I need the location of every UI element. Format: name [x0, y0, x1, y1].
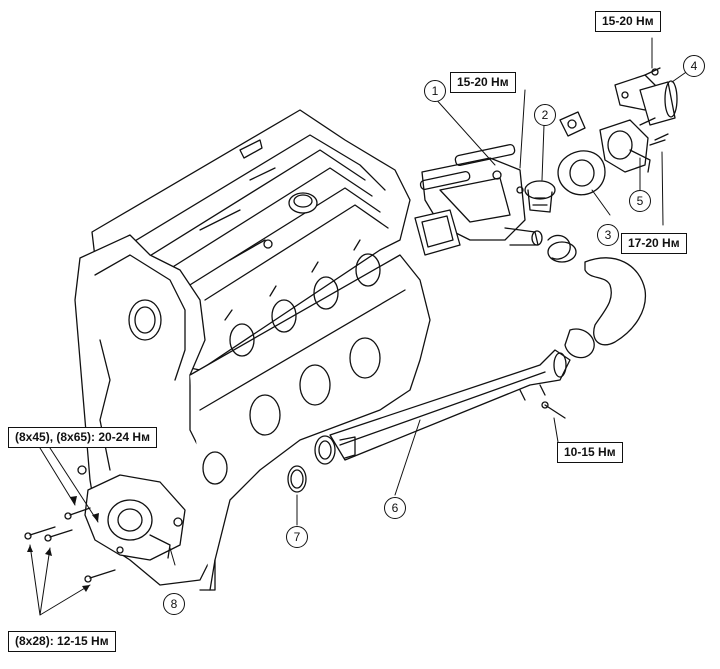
torque-label-housing: 17-20 Нм: [621, 233, 687, 254]
callout-7: 7: [286, 526, 308, 548]
callout-1: 1: [424, 80, 446, 102]
gasket: [557, 150, 606, 196]
water-pipe: [314, 349, 571, 465]
water-pump: [77, 465, 186, 561]
callout-8: 8: [163, 593, 185, 615]
arrowheads: [27, 496, 99, 592]
callout-3: 3: [597, 224, 619, 246]
callout-6: 6: [384, 497, 406, 519]
hose-upper: [547, 234, 647, 359]
leader-lines: [29, 37, 693, 616]
callout-2: 2: [534, 104, 556, 126]
callout-5: 5: [629, 190, 651, 212]
torque-label-top-right: 15-20 Нм: [595, 11, 661, 32]
water-inlet-housing: [599, 117, 666, 173]
engine-block: [74, 109, 431, 591]
torque-label-pump-lower: (8x28): 12-15 Нм: [8, 631, 116, 652]
water-outlet: [614, 68, 678, 126]
callout-4: 4: [683, 55, 705, 77]
torque-label-thermostat: 15-20 Нм: [450, 72, 516, 93]
bolts: [24, 67, 669, 583]
torque-label-pump-upper: (8x45), (8x65): 20-24 Нм: [8, 427, 157, 448]
thermostat-housing: [414, 143, 543, 256]
o-ring: [287, 465, 307, 493]
thermostat: [524, 111, 586, 213]
torque-label-pipe-bolt: 10-15 Нм: [557, 442, 623, 463]
